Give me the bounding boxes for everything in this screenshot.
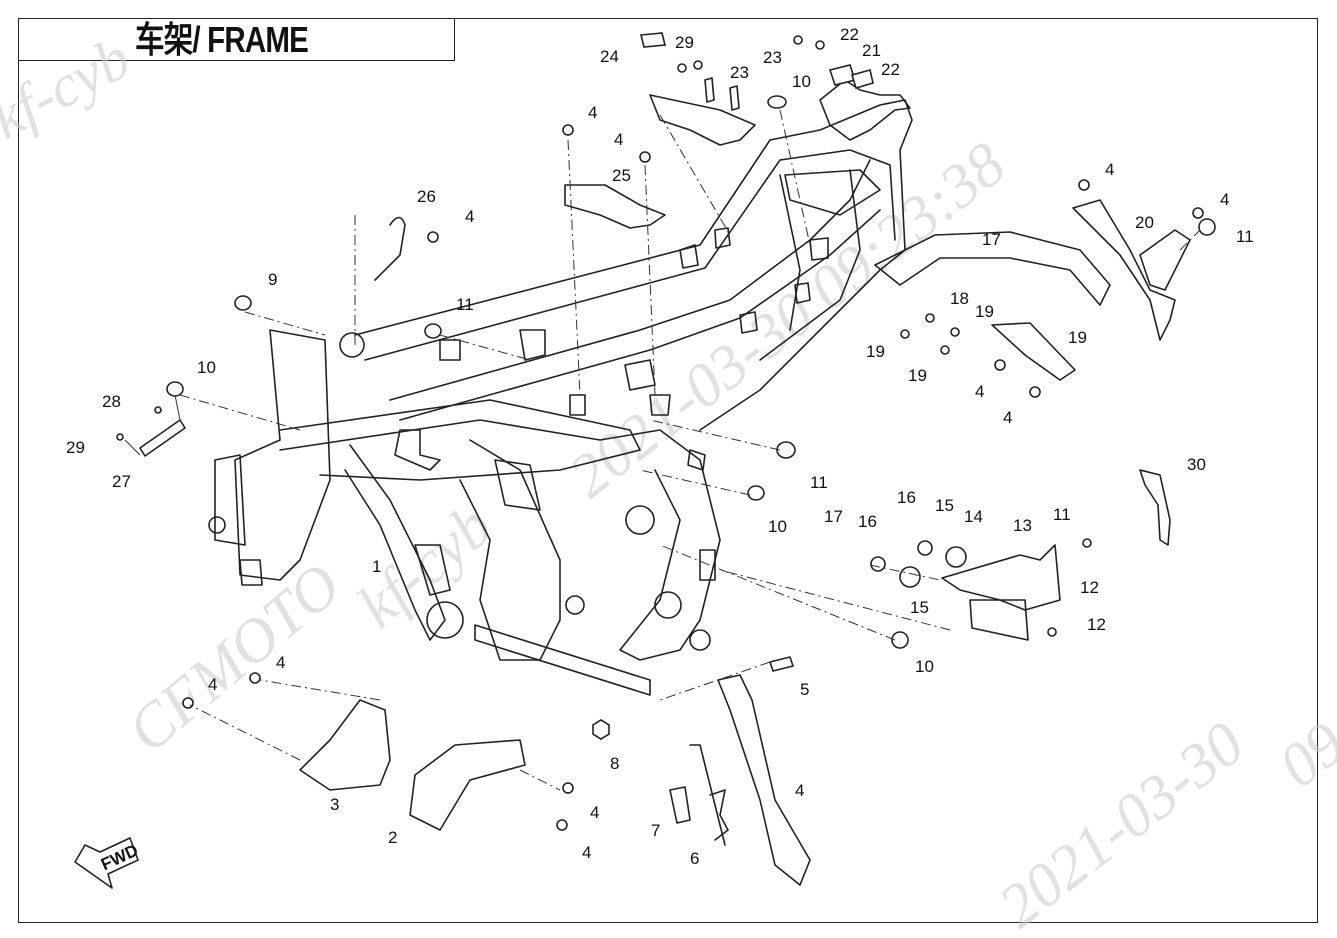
callout-4: 4: [614, 130, 623, 149]
callout-4: 4: [208, 675, 217, 694]
callout-19: 19: [908, 366, 927, 385]
callout-11: 11: [1236, 227, 1254, 246]
callout-13: 12: [1080, 578, 1099, 597]
callout-22: 22: [881, 60, 900, 79]
leader-lines: [124, 109, 1201, 791]
watermark-text: 2021-03-30: [987, 709, 1257, 938]
callout-20: 19: [1068, 328, 1087, 347]
callout-12: 11: [1053, 505, 1071, 524]
callout-4: 4: [1105, 160, 1114, 179]
detached-parts: [116, 32, 1216, 886]
watermark-layer: kf-cyb CFMOTO kf-cyb 2021-03-30 09:23:38…: [0, 24, 1337, 938]
callout-10: 10: [768, 517, 787, 536]
callout-17: 17: [824, 507, 843, 526]
callout-11: 10: [792, 72, 811, 91]
callout-4: 4: [276, 653, 285, 672]
callout-14: 13: [1013, 516, 1032, 535]
callout-28: 27: [112, 472, 131, 491]
callout-12: 12: [1087, 615, 1106, 634]
callout-15: 14: [964, 507, 983, 526]
main-frame: [208, 79, 913, 696]
callout-24: 23: [730, 63, 749, 82]
callout-4: 4: [465, 207, 474, 226]
callout-30: 29: [675, 33, 694, 52]
callout-23: 23: [763, 48, 782, 67]
callout-19: 19: [975, 302, 994, 321]
callout-5: 4: [795, 781, 804, 800]
callout-18: 17: [982, 230, 1001, 249]
callout-7: 6: [690, 849, 699, 868]
callout-15: 15: [910, 598, 929, 617]
callout-10: 9: [268, 270, 277, 289]
watermark-text: 09: [1267, 709, 1337, 801]
callout-4: 4: [590, 803, 599, 822]
callout-16: 15: [935, 496, 954, 515]
callout-4: 4: [582, 843, 591, 862]
callout-4: 4: [1220, 190, 1229, 209]
callout-4: 4: [588, 103, 597, 122]
callout-16: 16: [858, 512, 877, 531]
watermark-text: kf-cyb: [345, 491, 505, 640]
callout-31: 30: [1187, 455, 1206, 474]
callout-9: 8: [610, 754, 619, 773]
callout-23: 22: [840, 25, 859, 44]
callout-10: 10: [197, 358, 216, 377]
callout-11: 11: [456, 295, 474, 314]
callout-29: 29: [66, 438, 85, 457]
callout-27: 26: [417, 187, 436, 206]
callout-2: 2: [388, 828, 397, 847]
callout-1: 1: [372, 557, 381, 576]
watermark-text: CFMOTO: [115, 550, 353, 765]
callout-4: 4: [1003, 408, 1012, 427]
callout-21: 20: [1135, 213, 1154, 232]
callout-25: 24: [600, 47, 619, 66]
callout-22: 21: [862, 41, 881, 60]
fwd-arrow-icon: FWD: [74, 837, 141, 889]
callout-6: 5: [800, 680, 809, 699]
callout-29: 28: [102, 392, 121, 411]
callout-8: 7: [651, 821, 660, 840]
callout-labels: 1 2 3 4 4 4 4 4 4 4 4 4 4 4 4 5 6 7 8 9 …: [66, 25, 1254, 868]
title-box: [18, 18, 455, 61]
page-title: 车架/ FRAME: [135, 19, 309, 60]
callout-17: 16: [897, 488, 916, 507]
callout-4: 4: [975, 382, 984, 401]
callout-3: 3: [330, 795, 339, 814]
callout-10: 10: [915, 657, 934, 676]
callout-26: 25: [612, 166, 631, 185]
watermark-text: kf-cyb: [0, 24, 140, 151]
callout-11: 11: [810, 473, 828, 492]
callout-19: 19: [866, 342, 885, 361]
callout-19: 18: [950, 289, 969, 308]
